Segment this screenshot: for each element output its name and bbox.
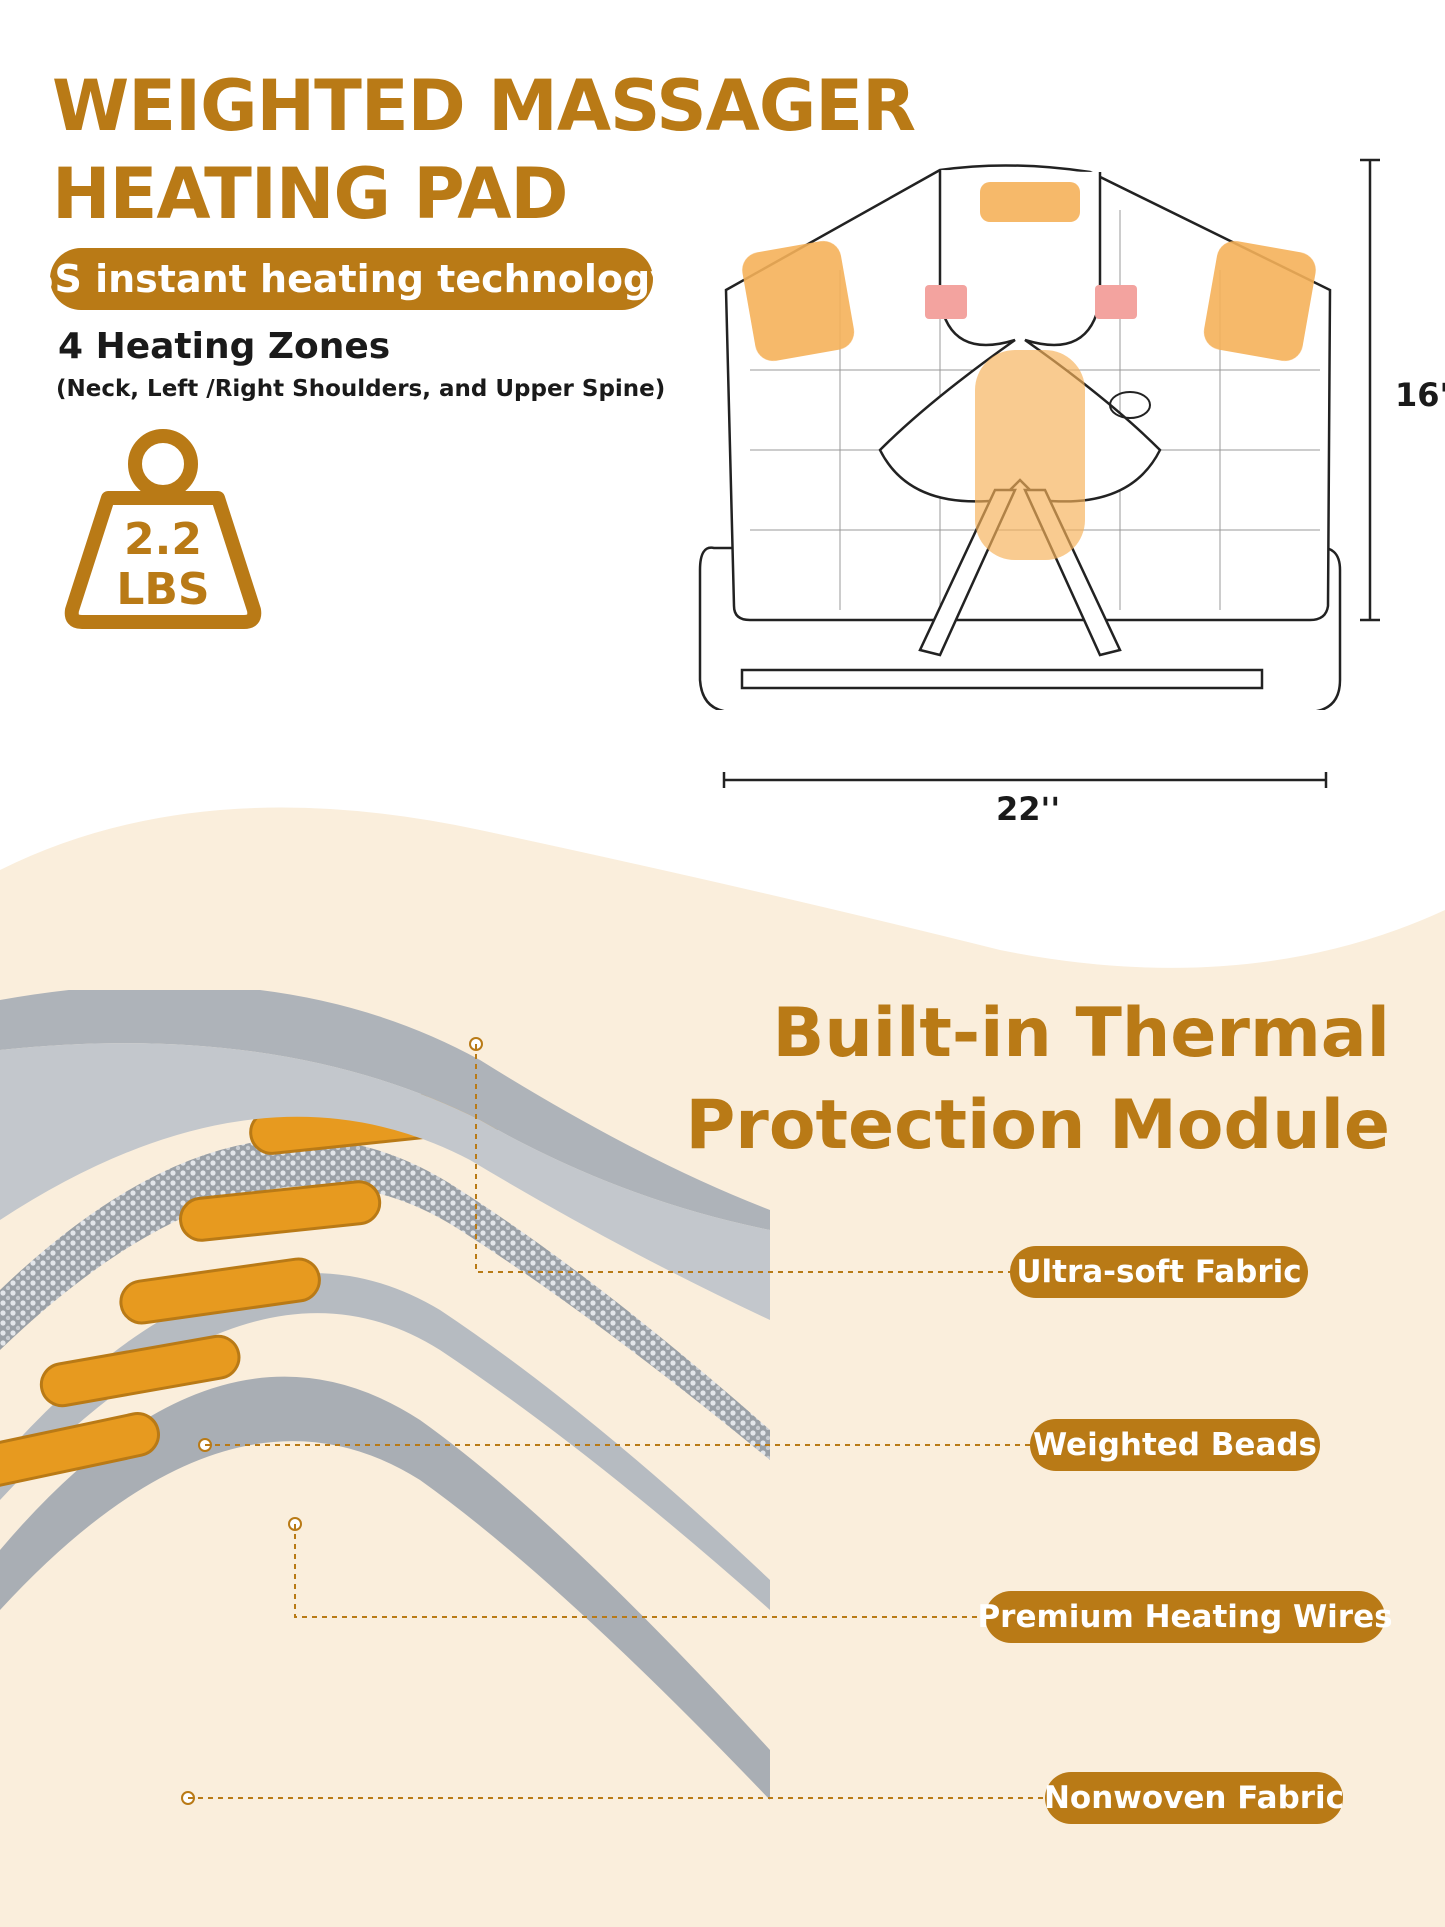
layer-label-weighted-beads: Weighted Beads bbox=[1030, 1419, 1320, 1471]
tech-badge: 5S instant heating technology bbox=[28, 248, 675, 310]
zones-title: 4 Heating Zones bbox=[58, 326, 391, 367]
product-title: WEIGHTED MASSAGER HEATING PAD bbox=[52, 62, 916, 238]
weight-value: 2.2 bbox=[124, 514, 202, 565]
layer-label-nonwoven-fabric: Nonwoven Fabric bbox=[1044, 1772, 1344, 1824]
heating-pad-diagram bbox=[698, 158, 1380, 710]
layer-label-ultra-soft-fabric: Ultra-soft Fabric bbox=[1010, 1246, 1308, 1298]
weight-icon: 2.2 LBS bbox=[64, 429, 262, 629]
layer-label-heating-wires: Premium Heating Wires bbox=[977, 1591, 1393, 1643]
layers-illustration bbox=[0, 990, 770, 1805]
height-dimension: 16'' bbox=[1395, 376, 1445, 414]
thermal-title-line-1: Built-in Thermal bbox=[772, 994, 1390, 1073]
zones-detail: (Neck, Left /Right Shoulders, and Upper … bbox=[56, 376, 666, 402]
width-dimension: 22'' bbox=[996, 790, 1061, 828]
width-dimension-line bbox=[722, 772, 1328, 788]
title-line-2: HEATING PAD bbox=[52, 153, 569, 235]
weight-unit: LBS bbox=[116, 564, 209, 615]
title-line-1: WEIGHTED MASSAGER bbox=[52, 65, 916, 147]
thermal-title-line-2: Protection Module bbox=[685, 1086, 1390, 1165]
thermal-title: Built-in Thermal Protection Module bbox=[685, 988, 1390, 1172]
